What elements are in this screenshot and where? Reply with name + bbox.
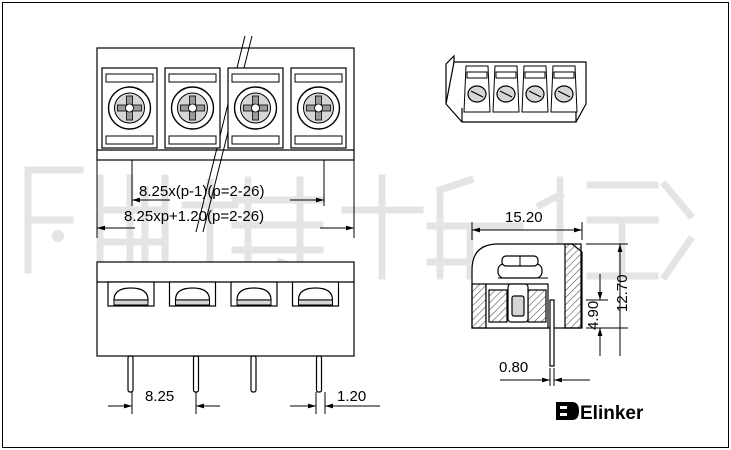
side-clamp-left xyxy=(488,289,508,323)
screw-center xyxy=(251,103,260,113)
front-pin xyxy=(192,355,200,393)
front-clamp-dome xyxy=(297,287,334,301)
iso-pole-rib xyxy=(466,71,488,79)
side-screw-shank xyxy=(511,295,525,317)
dim-depth: 15.20 xyxy=(505,209,543,226)
top-pole xyxy=(290,67,347,149)
top-pole-lower-rib xyxy=(105,135,154,145)
dim-pitch: 8.25 xyxy=(145,388,174,405)
iso-pole xyxy=(492,65,520,113)
top-pole-lower-rib xyxy=(294,135,343,145)
isometric-view-poles xyxy=(463,65,578,113)
front-clamp-dome xyxy=(236,287,272,301)
front-view-body xyxy=(96,261,355,357)
pin-dimension-lines xyxy=(108,392,380,414)
side-dimension-lines xyxy=(471,222,628,386)
screw-center xyxy=(188,103,197,113)
iso-pole-rib xyxy=(495,71,517,79)
side-pin xyxy=(549,299,555,367)
top-pole-lower-rib xyxy=(231,135,280,145)
iso-screw-slot xyxy=(470,90,484,98)
top-pole xyxy=(227,67,284,149)
iso-pole xyxy=(463,65,491,113)
front-pole xyxy=(230,281,278,393)
top-pole xyxy=(101,67,158,149)
side-view xyxy=(471,243,583,367)
top-pole-upper-rib xyxy=(168,73,217,83)
dim-pin-width: 1.20 xyxy=(337,388,366,405)
front-pin xyxy=(315,355,323,393)
front-clamp-plate xyxy=(236,299,272,306)
front-pin xyxy=(127,355,134,393)
top-pole-upper-rib xyxy=(294,73,343,83)
iso-screw-slot xyxy=(528,90,542,98)
front-clamp-plate xyxy=(298,299,333,306)
iso-pole-rib xyxy=(524,71,546,79)
front-clamp-dome xyxy=(113,287,149,301)
length-dimension-lines xyxy=(96,160,355,238)
top-pole-upper-rib xyxy=(231,73,280,83)
front-view xyxy=(96,261,355,357)
elinker-logo-icon xyxy=(556,402,579,420)
dim-height: 12.70 xyxy=(614,274,631,312)
front-view-poles xyxy=(107,281,340,393)
front-pole xyxy=(291,281,340,393)
dim-pitch-formula: 8.25x(p-1)(p=2-26) xyxy=(139,183,264,200)
dim-pin-thickness: 0.80 xyxy=(499,359,528,376)
iso-pole-rib xyxy=(553,71,575,79)
screw-center xyxy=(314,103,323,113)
dim-length-formula: 8.25xp+1.20(p=2-26) xyxy=(124,208,264,225)
iso-screw-slot xyxy=(557,90,571,98)
top-pole-upper-rib xyxy=(105,73,154,83)
dim-pin-offset: 4.90 xyxy=(585,301,602,330)
brand-name: Elinker xyxy=(580,403,644,424)
screw-center xyxy=(125,103,134,113)
side-left-wall-hatch xyxy=(471,283,487,329)
front-clamp-dome xyxy=(174,287,211,301)
front-pole xyxy=(107,281,155,393)
iso-pole xyxy=(550,65,578,113)
top-view-poles xyxy=(101,67,347,149)
front-pole xyxy=(168,281,217,393)
front-pin xyxy=(250,355,257,393)
front-clamp-plate xyxy=(175,299,210,306)
iso-screw-slot xyxy=(499,90,513,98)
iso-pole xyxy=(521,65,549,113)
top-pole xyxy=(164,67,221,149)
front-clamp-plate xyxy=(113,299,149,306)
side-right-wall-hatch xyxy=(564,243,582,329)
side-clamp-right xyxy=(527,289,547,323)
top-pole-lower-rib xyxy=(168,135,217,145)
